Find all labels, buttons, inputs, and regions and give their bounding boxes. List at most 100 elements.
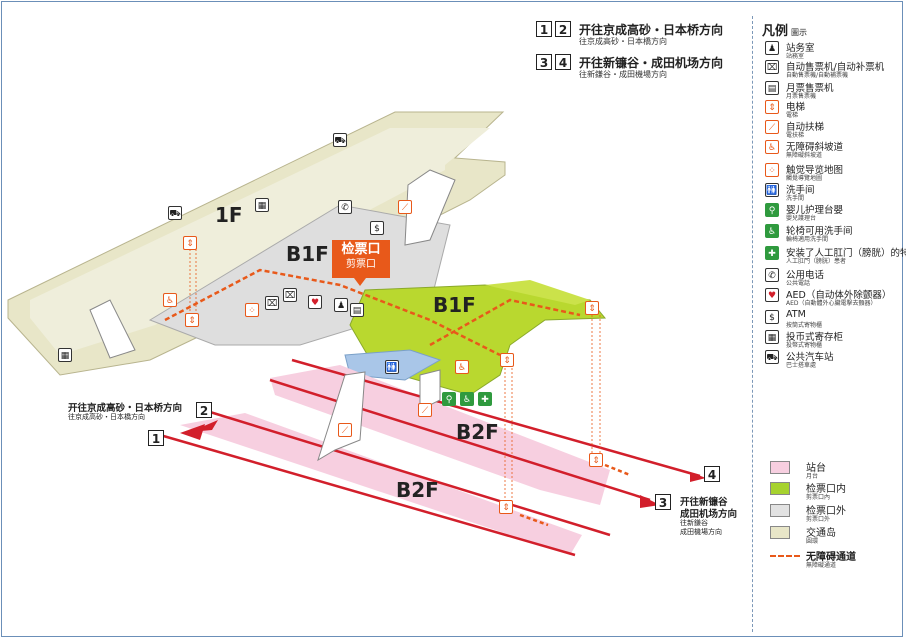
ticket-machine-icon: ⌧ xyxy=(283,288,297,302)
bus-stop-icon: ⛟ xyxy=(765,350,779,364)
legend-item-label: 公共汽车站 xyxy=(786,352,834,363)
header-direction-2-main: 开往新镰谷・成田机场方向 xyxy=(579,56,724,70)
legend-item-sublabel: 輪椅適用洗手間 xyxy=(786,236,829,243)
escalator-b2 xyxy=(317,371,366,462)
legend-title: 凡例圖示 xyxy=(762,24,808,39)
legend-item-label: 无障碍斜坡道 xyxy=(786,142,844,153)
track-line-3 xyxy=(269,378,651,502)
escalator-icon: ⟋ xyxy=(765,120,779,134)
station-office-icon: ♟ xyxy=(765,41,779,55)
elevator-icon: ⇕ xyxy=(500,353,514,367)
barrier-free-path-4 xyxy=(519,513,549,527)
legend-area-sublabel: 圓環 xyxy=(806,538,819,545)
legend-item-label: 公用电话 xyxy=(786,270,825,281)
legend-item-label: 轮椅可用洗手间 xyxy=(786,226,853,237)
legend-item-sublabel: 無障礙斜坡道 xyxy=(786,152,823,159)
legend-item-sublabel: 自動售票機/自動補票機 xyxy=(786,72,849,79)
floor-label-b2f-lower: B2F xyxy=(396,478,439,502)
pass-machine-icon: ▤ xyxy=(350,303,364,317)
direction-right-sub-2: 成田機場方向 xyxy=(680,528,722,536)
legend-item-sublabel: AED（自動體外心臟電擊去顫器） xyxy=(786,300,877,307)
phone-icon: ✆ xyxy=(338,200,352,214)
elevator-icon: ⇕ xyxy=(185,313,199,327)
legend-area-sublabel: 月台 xyxy=(806,473,819,480)
direction-right-main-2: 成田机场方向 xyxy=(680,509,738,520)
legend-swatch xyxy=(770,504,790,517)
platform-number-4: 4 xyxy=(704,466,720,482)
ramp-icon: ♿ xyxy=(455,360,469,374)
direction-right-sub-1: 往新鎌谷 xyxy=(680,519,708,527)
ticket-gate-main: 检票口 xyxy=(341,242,381,257)
legend-area-label: 站台 xyxy=(806,463,826,474)
header-direction-1-main: 开往京成高砂・日本桥方向 xyxy=(579,23,724,37)
aed-icon: ♥ xyxy=(308,295,322,309)
platform-number-2: 2 xyxy=(196,402,212,418)
legend-item-sublabel: 電梯 xyxy=(786,112,799,119)
elevator-icon: ⇕ xyxy=(585,301,599,315)
legend-item-label: 触觉导览地图 xyxy=(786,165,844,176)
phone-icon: ✆ xyxy=(765,268,779,282)
header-direction-2-sub: 往新鎌谷・成田機場方向 xyxy=(579,70,667,79)
legend-title-sub: 圖示 xyxy=(791,28,808,37)
legend-item-label: 婴儿护理台嬰 xyxy=(786,205,844,216)
ostomate-icon: ✚ xyxy=(478,392,492,406)
pass-machine-icon: ▤ xyxy=(765,81,779,95)
legend-item-sublabel: 公共電話 xyxy=(786,280,811,287)
aed-icon: ♥ xyxy=(765,288,779,302)
elevator-icon: ⇕ xyxy=(589,453,603,467)
legend-area-sublabel: 剪票口外 xyxy=(806,516,831,523)
elevator-icon: ⇕ xyxy=(499,500,513,514)
stairs-top xyxy=(404,169,456,246)
ostomate-icon: ✚ xyxy=(765,246,779,260)
baby-care-icon: ⚲ xyxy=(765,203,779,217)
track-line-2 xyxy=(209,410,611,537)
legend-item-sublabel: 巴士搭車處 xyxy=(786,362,817,369)
escalator-b2-right xyxy=(419,369,441,411)
station-office-icon: ♟ xyxy=(334,298,348,312)
ticket-machine-icon: ⌧ xyxy=(765,60,779,74)
legend-item-sublabel: 按筒式寄物櫃 xyxy=(786,322,823,329)
locker-icon: ▦ xyxy=(58,348,72,362)
arrow-track-4 xyxy=(690,472,706,482)
ticket-gate-label: 检票口 剪票口 xyxy=(332,240,390,286)
header-direction-1-sub: 往京成高砂・日本橋方向 xyxy=(579,37,667,46)
escalator-icon: ⟋ xyxy=(398,200,412,214)
barrier-free-path xyxy=(164,268,501,357)
legend-area-label: 交通岛 xyxy=(806,528,836,539)
ticket-machine-icon: ⌧ xyxy=(265,296,279,310)
legend-item-label: 站务室 xyxy=(786,43,815,54)
escalator-icon: ⟋ xyxy=(418,403,432,417)
legend-item-label: 月票售票机 xyxy=(786,83,834,94)
header-platform-3: 3 xyxy=(536,54,552,70)
track-line-1 xyxy=(159,433,576,557)
header-platform-4: 4 xyxy=(555,54,571,70)
platform-number-3: 3 xyxy=(655,494,671,510)
restroom-icon: 🚻 xyxy=(385,360,399,374)
escalator-icon: ⟋ xyxy=(338,423,352,437)
legend-item-sublabel: 觸覺導覽地圖 xyxy=(786,175,823,182)
legend-item-sublabel: 洗手間 xyxy=(786,195,805,202)
ramp-icon: ♿ xyxy=(163,293,177,307)
legend-item-label: AED（自动体外除颤器） xyxy=(786,290,892,301)
legend-item-label: 投币式寄存柜 xyxy=(786,332,844,343)
floor-label-b2f-upper: B2F xyxy=(456,420,499,444)
floor-b1f-inside-top xyxy=(485,280,590,305)
legend-item-label: 安装了人工肛门（膀胱）的特殊人群 xyxy=(786,248,906,259)
baby-care-icon: ⚲ xyxy=(442,392,456,406)
floor-label-b1f-left: B1F xyxy=(286,242,329,266)
barrier-free-path-2 xyxy=(429,298,581,347)
legend-item-sublabel: 電扶梯 xyxy=(786,132,805,139)
legend-area-label: 检票口外 xyxy=(806,506,846,517)
legend-item-label: 自动售票机/自动补票机 xyxy=(786,62,885,73)
legend-area-label: 检票口内 xyxy=(806,484,846,495)
platform-lower xyxy=(180,413,582,555)
legend-item-sublabel: 站務室 xyxy=(786,53,805,60)
ramp-icon: ♿ xyxy=(765,140,779,154)
legend-item-label: 自动扶梯 xyxy=(786,122,825,133)
tactile-map-icon: ⁘ xyxy=(765,163,779,177)
legend-item-label: ATM xyxy=(786,309,806,320)
legend-item-sublabel: 人工肛門（膀胱）患者 xyxy=(786,258,847,265)
legend-area-sublabel: 剪票口內 xyxy=(806,494,831,501)
legend-item-label: 电梯 xyxy=(786,102,806,113)
floor-1f-inner xyxy=(30,128,490,355)
